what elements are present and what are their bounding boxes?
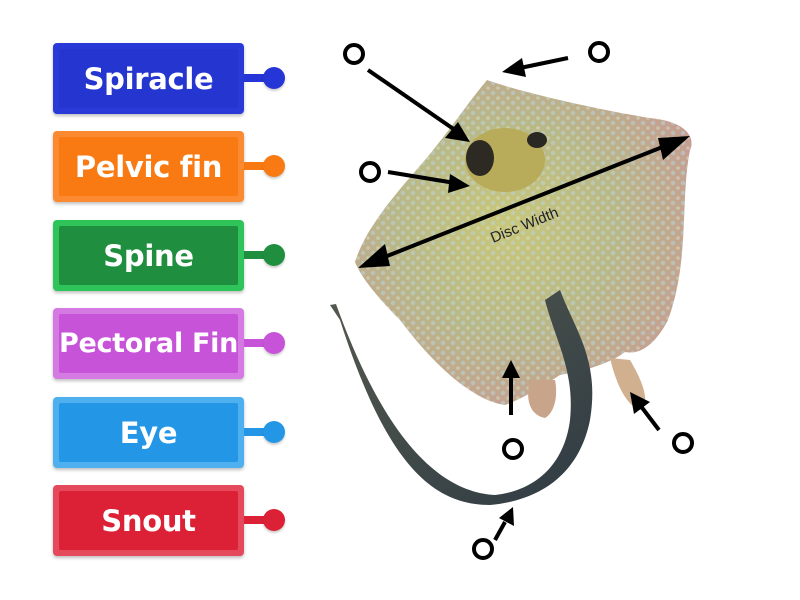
label-text: Pectoral Fin <box>58 328 239 359</box>
connector-stem <box>244 339 266 347</box>
label-text: Snout <box>101 503 196 538</box>
drag-handle-knob[interactable] <box>263 155 285 177</box>
connector-stem <box>244 74 266 82</box>
drag-handle-knob[interactable] <box>263 67 285 89</box>
drop-target-5[interactable] <box>672 432 694 454</box>
connector-stem <box>244 428 266 436</box>
label-text: Spine <box>103 238 194 273</box>
drop-target-6[interactable] <box>472 538 494 560</box>
label-spiracle[interactable]: Spiracle <box>53 43 285 114</box>
drop-target-1[interactable] <box>343 43 365 65</box>
label-pectoral-fin[interactable]: Pectoral Fin <box>53 308 285 379</box>
drag-handle-knob[interactable] <box>263 509 285 531</box>
label-text: Eye <box>119 415 178 450</box>
drag-handle-knob[interactable] <box>263 421 285 443</box>
label-text: Spiracle <box>83 61 214 96</box>
label-pelvic-fin[interactable]: Pelvic fin <box>53 131 285 202</box>
pelvic-fin-left <box>528 380 557 418</box>
label-snout[interactable]: Snout <box>53 485 285 556</box>
connector-stem <box>244 162 266 170</box>
stingray-diagram: Disc Width <box>330 56 692 541</box>
stingray-tail <box>330 290 593 505</box>
drag-handle-knob[interactable] <box>263 332 285 354</box>
connector-stem <box>244 516 266 524</box>
connector-stem <box>244 251 266 259</box>
drag-handle-knob[interactable] <box>263 244 285 266</box>
label-eye[interactable]: Eye <box>53 397 285 468</box>
drop-target-4[interactable] <box>502 438 524 460</box>
label-text: Pelvic fin <box>74 149 223 184</box>
drop-target-2[interactable] <box>588 41 610 63</box>
label-spine[interactable]: Spine <box>53 220 285 291</box>
drop-target-3[interactable] <box>359 161 381 183</box>
